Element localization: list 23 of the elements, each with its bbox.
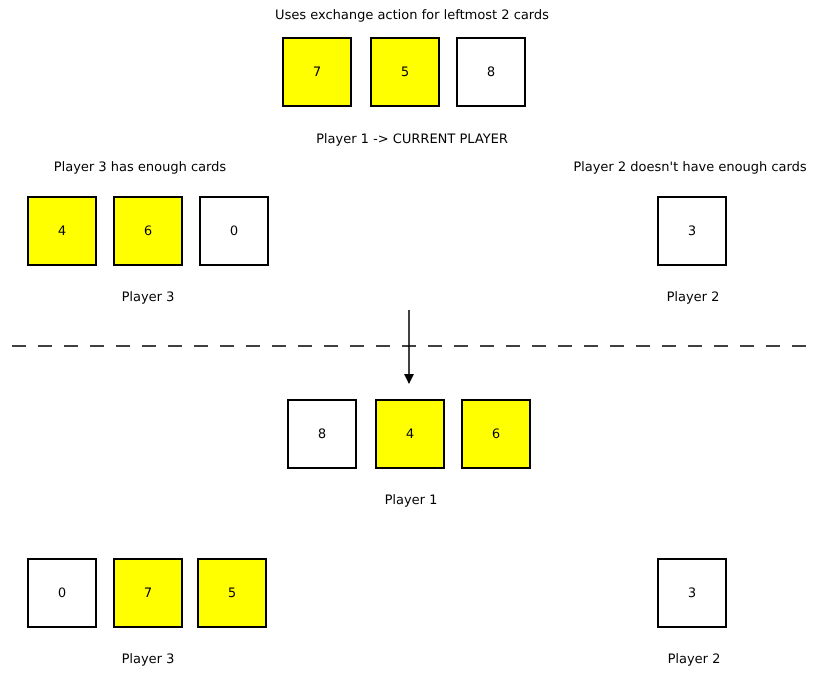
caption-text: Player 3	[122, 652, 174, 667]
card: 0	[27, 558, 97, 628]
card: 3	[657, 558, 727, 628]
card: 5	[197, 558, 267, 628]
card: 8	[287, 399, 357, 469]
card: 4	[27, 196, 97, 266]
caption-text: Player 2 doesn't have enough cards	[573, 160, 807, 175]
card: 7	[282, 37, 352, 107]
caption-text: Player 2	[668, 652, 720, 667]
card: 4	[375, 399, 445, 469]
caption-text: Player 3 has enough cards	[54, 160, 226, 175]
caption-text: Player 1 -> CURRENT PLAYER	[316, 132, 508, 147]
card: 0	[199, 196, 269, 266]
card: 6	[461, 399, 531, 469]
card: 6	[113, 196, 183, 266]
caption-text: Player 3	[122, 290, 174, 305]
caption-text: Player 1	[384, 493, 438, 508]
card: 7	[113, 558, 183, 628]
caption-text: Player 2	[666, 290, 720, 305]
caption-text: Uses exchange action for leftmost 2 cards	[275, 8, 549, 23]
card: 3	[657, 196, 727, 266]
card: 5	[370, 37, 440, 107]
card: 8	[456, 37, 526, 107]
